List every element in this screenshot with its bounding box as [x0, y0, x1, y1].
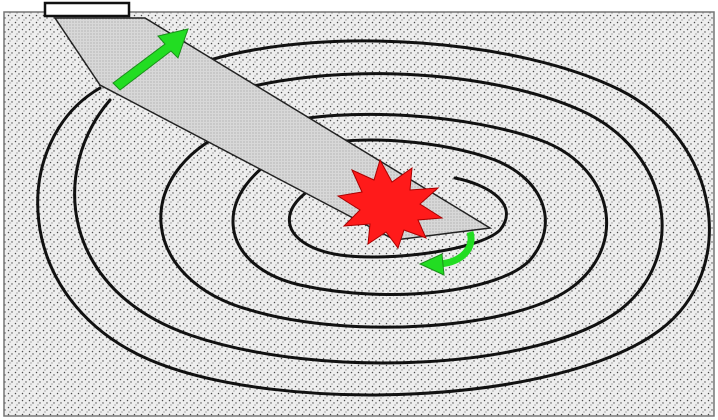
top-left-notch-box	[45, 3, 129, 16]
